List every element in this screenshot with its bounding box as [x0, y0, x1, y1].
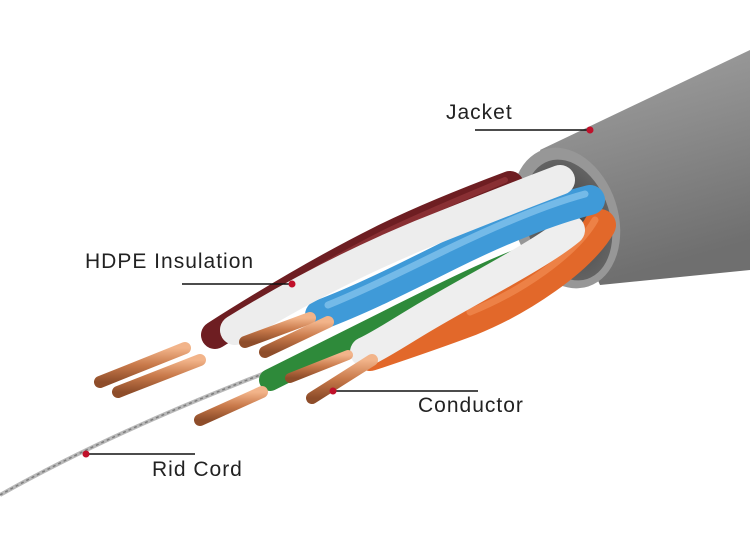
rid-cord-label: Rid Cord	[152, 458, 243, 481]
callout-jacket	[475, 126, 594, 134]
rid-cord-marker	[82, 450, 90, 458]
white-wire-lower	[350, 215, 585, 367]
callout-conductor	[329, 387, 478, 395]
copper-conductors	[94, 312, 378, 426]
jacket-marker	[586, 126, 594, 134]
blue-wire-pair	[305, 185, 605, 330]
callout-insulation	[182, 280, 296, 288]
white-wire-front	[220, 165, 575, 345]
insulation-marker	[288, 280, 296, 288]
insulation-label: HDPE Insulation	[85, 250, 255, 273]
conductor-label: Conductor	[418, 394, 524, 417]
conductor-marker	[329, 387, 337, 395]
callout-rid-cord	[82, 450, 195, 458]
jacket-label: Jacket	[446, 101, 513, 124]
